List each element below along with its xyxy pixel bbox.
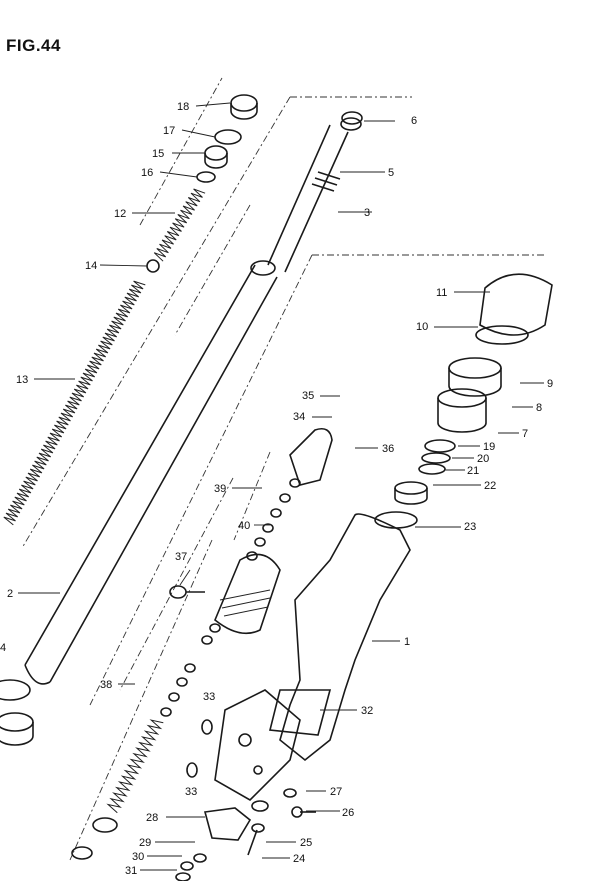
callout-13: 13	[16, 374, 28, 386]
callout-labels: 18 17 15 16 12 14 13 2 4 6 5 3 11 10 9 8…	[0, 101, 553, 877]
callout-25: 25	[300, 837, 312, 849]
callout-33-lower: 33	[185, 786, 197, 798]
callout-39: 39	[214, 483, 226, 495]
callout-36: 36	[382, 443, 394, 455]
callout-15: 15	[152, 148, 164, 160]
callout-31: 31	[125, 865, 137, 877]
washer-10	[176, 677, 188, 687]
callout-22: 22	[484, 480, 496, 492]
callout-5: 5	[388, 167, 394, 179]
callout-32: 32	[361, 705, 373, 717]
callout-37: 37	[175, 551, 187, 563]
washer-3	[270, 508, 282, 518]
callout-19: 19	[483, 441, 495, 453]
cap-and-seals	[196, 94, 258, 183]
callout-9: 9	[547, 378, 553, 390]
callout-26: 26	[342, 807, 354, 819]
washer-1	[289, 478, 301, 488]
fork-outer-body	[214, 513, 411, 801]
callout-33-upper: 33	[203, 691, 215, 703]
callout-4: 4	[0, 642, 6, 654]
washer-9	[184, 663, 196, 673]
figure-title: FIG.44	[6, 36, 61, 55]
callout-18: 18	[177, 101, 189, 113]
washer-7	[209, 623, 221, 633]
leader-line	[99, 264, 148, 267]
callout-20: 20	[477, 453, 489, 465]
washer-5	[254, 537, 266, 547]
callout-10: 10	[416, 321, 428, 333]
callout-17: 17	[163, 125, 175, 137]
callout-27: 27	[330, 786, 342, 798]
dust-seal-stack	[374, 273, 553, 529]
callout-29: 29	[139, 837, 151, 849]
callout-16: 16	[141, 167, 153, 179]
callout-12: 12	[114, 208, 126, 220]
assembly-guide-lines	[21, 77, 545, 861]
washer-12	[160, 707, 172, 717]
washer-4	[262, 523, 274, 533]
leader-line	[159, 171, 198, 178]
leader-line	[179, 569, 191, 586]
callout-28: 28	[146, 812, 158, 824]
damper-assembly	[0, 427, 333, 881]
callout-21: 21	[467, 465, 479, 477]
callout-40: 40	[238, 520, 250, 532]
fork-springs	[3, 188, 206, 526]
callout-23: 23	[464, 521, 476, 533]
callout-2: 2	[7, 588, 13, 600]
fork-outer-tube	[24, 260, 278, 685]
washer-11	[168, 692, 180, 702]
callout-8: 8	[536, 402, 542, 414]
washer-2	[279, 493, 291, 503]
leader-lines	[18, 102, 544, 871]
washer-6	[246, 551, 258, 561]
callout-34: 34	[293, 411, 305, 423]
callout-38: 38	[100, 679, 112, 691]
callout-3: 3	[364, 207, 370, 219]
leader-line	[195, 102, 231, 107]
washer-8	[201, 635, 213, 645]
callout-14: 14	[85, 260, 97, 272]
callout-11: 11	[436, 287, 447, 299]
callout-30: 30	[132, 851, 144, 863]
callout-24: 24	[293, 853, 305, 865]
callout-1: 1	[404, 636, 410, 648]
leader-line	[181, 129, 216, 138]
callout-35: 35	[302, 390, 314, 402]
fork-inner-tube	[267, 111, 363, 273]
callout-6: 6	[411, 115, 417, 127]
callout-7: 7	[522, 428, 528, 440]
